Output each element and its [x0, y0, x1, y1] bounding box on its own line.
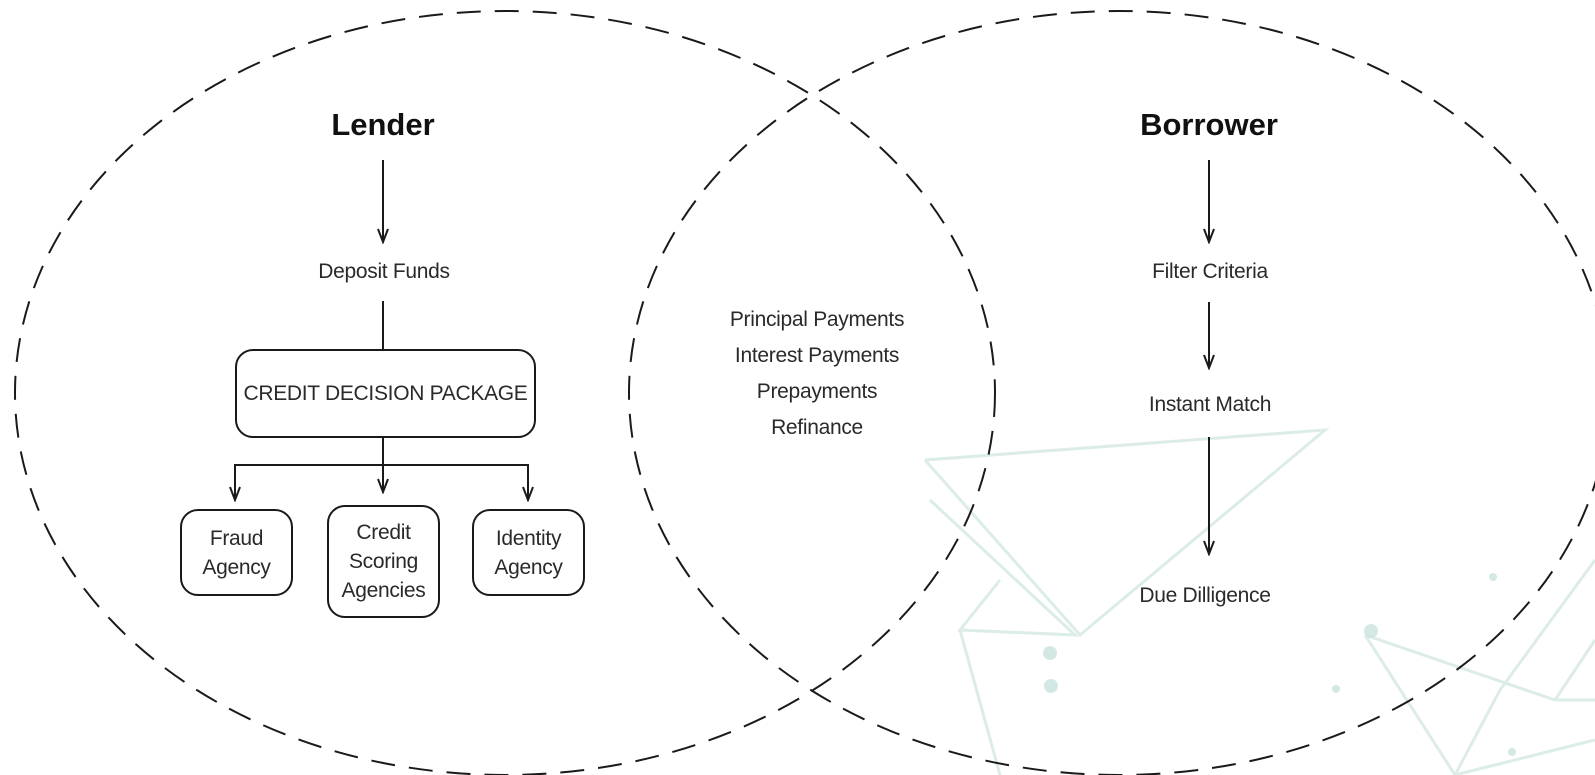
credit-decision-package-label: CREDIT DECISION PACKAGE [243, 382, 528, 405]
borrower-title: Borrower [1140, 107, 1278, 142]
shared-item-principal-payments: Principal Payments [729, 308, 905, 331]
identity-agency-box: Identity Agency [472, 509, 585, 596]
credit-decision-package-box: CREDIT DECISION PACKAGE [235, 349, 536, 438]
connector-branch-bar [234, 464, 529, 500]
borrower-ellipse [628, 10, 1595, 775]
fraud-agency-box: Fraud Agency [180, 509, 293, 596]
shared-item-interest-payments: Interest Payments [734, 344, 900, 367]
shared-payments-list: Principal Payments Interest Payments Pre… [729, 302, 905, 446]
shared-item-prepayments: Prepayments [756, 380, 878, 403]
identity-agency-label: Identity Agency [494, 526, 563, 579]
filter-criteria-label: Filter Criteria [1152, 260, 1268, 283]
fraud-agency-label: Fraud Agency [202, 526, 271, 579]
due-diligence-label: Due Dilligence [1139, 584, 1271, 607]
lender-title: Lender [331, 107, 435, 142]
instant-match-label: Instant Match [1148, 393, 1272, 416]
credit-scoring-agencies-box: Credit Scoring Agencies [327, 505, 440, 618]
credit-scoring-agencies-label: Credit Scoring Agencies [341, 521, 426, 602]
deposit-funds-label: Deposit Funds [318, 260, 450, 283]
lender-ellipse [14, 10, 996, 775]
shared-item-refinance: Refinance [771, 416, 863, 439]
